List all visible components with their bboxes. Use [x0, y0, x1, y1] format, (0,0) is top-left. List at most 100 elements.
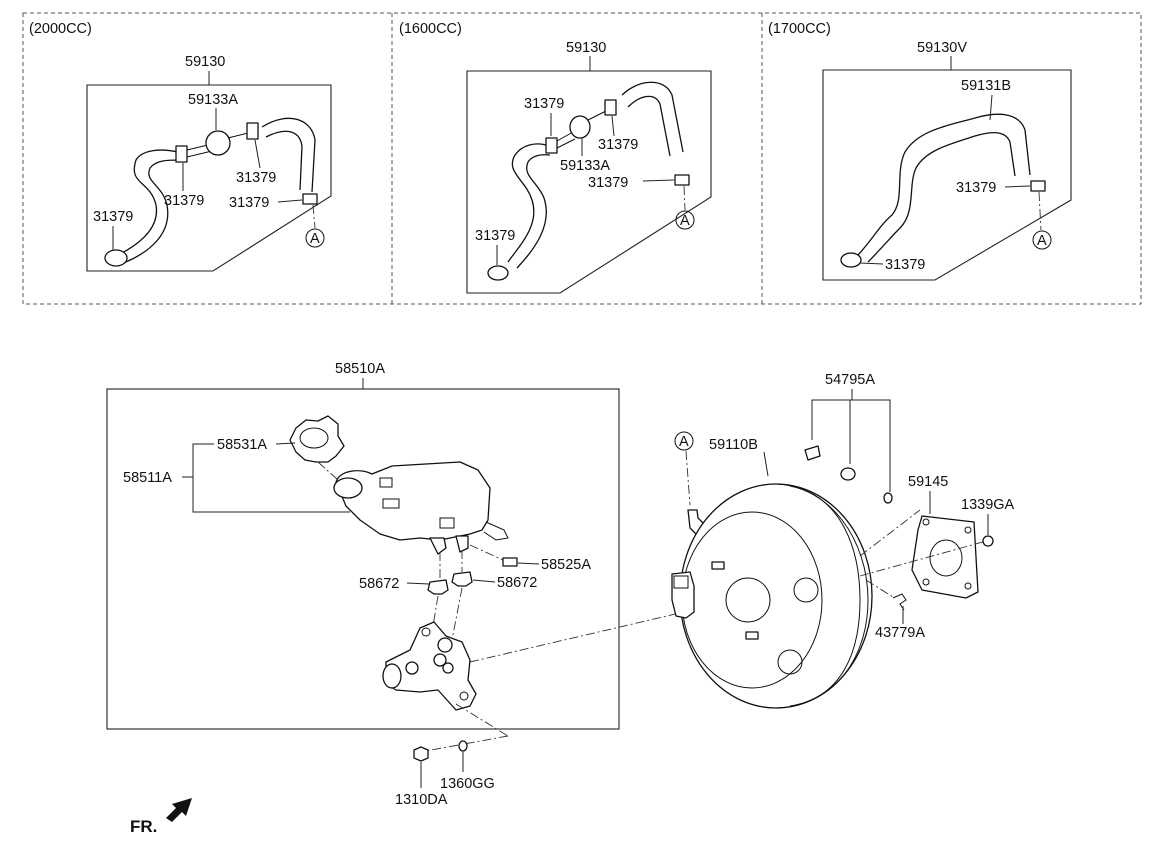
- stud-icon: [711, 561, 725, 570]
- part-label-seal-kit: 54795A: [825, 372, 875, 388]
- leader: [642, 179, 675, 182]
- leader-dashed: [469, 544, 504, 561]
- part-label-cap: 58531A: [217, 437, 267, 453]
- hose-left: [507, 143, 547, 263]
- pressure-sensor-icon: [671, 571, 695, 619]
- part-label: 31379: [524, 96, 564, 112]
- mount-hole: [421, 627, 431, 637]
- assembly-box-2000cc: [86, 84, 332, 272]
- hose-left: [111, 149, 179, 259]
- hose-clamp-icon: [175, 145, 188, 163]
- leader-dashed: [685, 450, 691, 506]
- bolt-icon: [804, 445, 821, 461]
- reservoir-outlet: [483, 521, 509, 541]
- part-label-gasket: 59145: [908, 474, 948, 490]
- variant-label-1700cc: (1700CC): [768, 21, 831, 37]
- reference-marker: [675, 210, 695, 230]
- assembly-label-1700cc: 59130V: [917, 40, 967, 56]
- part-label-plug: 1339GA: [961, 497, 1015, 513]
- leader: [254, 139, 261, 169]
- leader: [859, 262, 884, 265]
- hose-right-edge: [265, 130, 303, 191]
- max-mark-icon: [382, 498, 400, 509]
- booster-hole: [777, 649, 803, 675]
- reservoir-foot: [429, 537, 447, 555]
- leader: [989, 94, 993, 121]
- mount-hole: [459, 691, 469, 701]
- hose-clamp-icon: [840, 252, 862, 268]
- valve-tube: [587, 110, 607, 121]
- master-cylinder-body: [385, 621, 477, 711]
- part-label-nut: 1310DA: [395, 792, 448, 808]
- port-icon: [437, 637, 453, 653]
- leader-dashed: [317, 461, 339, 481]
- leader-dashed: [455, 703, 509, 737]
- hose-clamp-icon: [246, 122, 259, 140]
- part-label: 31379: [475, 228, 515, 244]
- part-label: 31379: [956, 180, 996, 196]
- part-label: 31379: [588, 175, 628, 191]
- port-icon: [433, 653, 447, 667]
- part-label: 31379: [885, 257, 925, 273]
- hose-clamp-icon: [545, 137, 558, 154]
- cap-ring: [299, 427, 329, 449]
- booster-hole: [793, 577, 819, 603]
- leader-dashed: [859, 539, 991, 577]
- hose-clamp-icon: [487, 265, 509, 281]
- brake-fluid-reservoir: [335, 461, 491, 541]
- reference-letter: A: [1037, 233, 1047, 249]
- hose-clamp-icon: [302, 193, 318, 205]
- leader-dashed: [859, 509, 921, 557]
- front-arrow-icon: [166, 798, 192, 822]
- part-label-booster: 59110B: [709, 437, 758, 453]
- part-label: 31379: [164, 193, 204, 209]
- hose-clamp-icon: [1030, 180, 1046, 192]
- port-icon: [405, 661, 419, 675]
- leader: [517, 562, 540, 565]
- leader: [763, 451, 769, 477]
- washer-icon: [458, 740, 468, 752]
- reservoir-cap-icon: [289, 415, 345, 463]
- valve-tube: [556, 131, 574, 142]
- leader: [275, 442, 296, 445]
- reference-letter: A: [680, 213, 690, 229]
- hose-right: [261, 117, 316, 193]
- grommet-icon: [451, 571, 473, 587]
- reference-letter: A: [679, 434, 689, 450]
- leader-dashed: [451, 587, 463, 641]
- variant-label-2000cc: (2000CC): [29, 21, 92, 37]
- pin-icon: [502, 557, 518, 567]
- part-label: 31379: [229, 195, 269, 211]
- clip-icon: [892, 593, 907, 611]
- assembly-box-1600cc: [466, 70, 712, 294]
- gasket-icon: [911, 515, 979, 599]
- hose-right: [621, 81, 684, 153]
- plug-icon: [982, 535, 994, 547]
- hose-clamp-icon: [604, 99, 617, 116]
- reference-marker: [1032, 230, 1052, 250]
- check-valve-icon: [205, 130, 231, 156]
- o-ring-icon: [883, 492, 893, 504]
- part-label: 31379: [93, 209, 133, 225]
- assembly-box-1700cc: [822, 69, 1072, 281]
- leader: [406, 582, 430, 585]
- reference-marker: [674, 431, 694, 451]
- hose-main-edge: [867, 131, 1016, 263]
- booster-rim: [789, 485, 861, 707]
- engine-variant-frame: [22, 12, 1142, 305]
- reference-letter: A: [310, 231, 320, 247]
- gasket-bolt-hole: [922, 518, 930, 526]
- part-label: 59133A: [560, 158, 610, 174]
- part-label-washer: 1360GG: [440, 776, 495, 792]
- check-valve-icon: [569, 115, 591, 139]
- hose-left-edge: [120, 159, 181, 265]
- part-label-master-cylinder: 58510A: [335, 361, 385, 377]
- hose-left-edge: [516, 154, 551, 269]
- reference-marker: [305, 228, 325, 248]
- part-label-grommet-right: 58672: [497, 575, 537, 591]
- leader: [1004, 185, 1031, 188]
- gasket-bolt-hole: [964, 582, 972, 590]
- valve-tube: [186, 150, 213, 158]
- hose-clamp-icon: [674, 174, 690, 186]
